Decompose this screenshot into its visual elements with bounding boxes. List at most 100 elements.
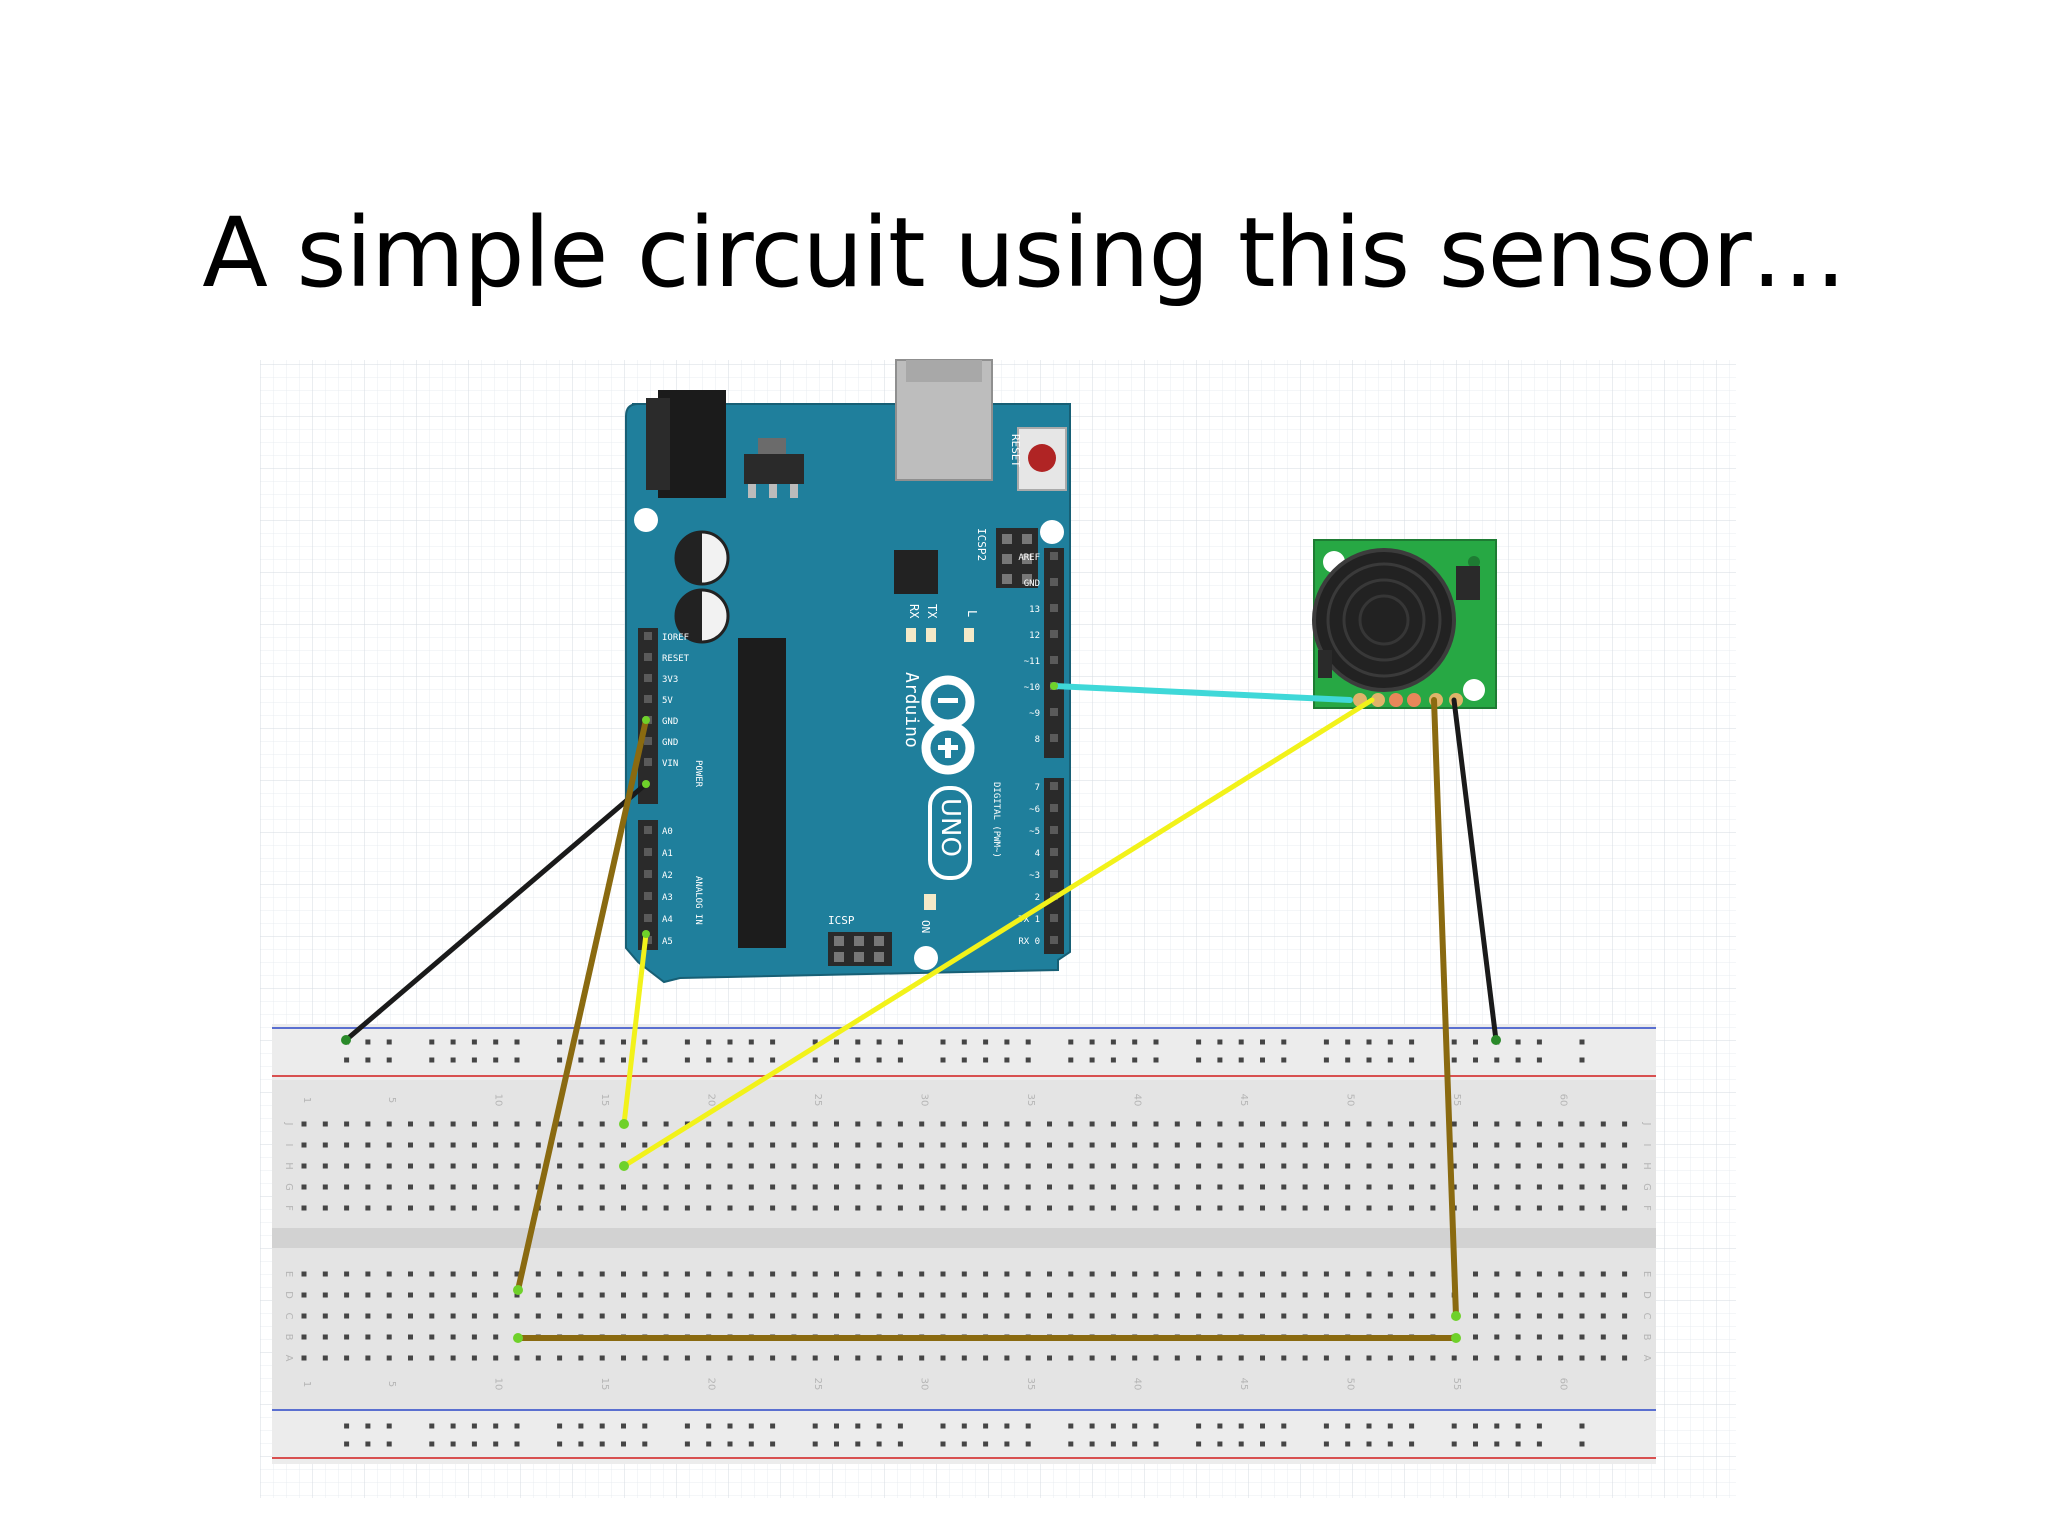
pin-label: 13 [1029,605,1040,615]
header-pin [644,892,652,900]
header-pin [644,737,652,745]
pin-label: GND [662,717,678,727]
header-pin [1050,656,1058,664]
on-label: ON [919,920,932,933]
top-power-rail [272,1024,1656,1080]
row-label: E [1641,1271,1652,1277]
header-pin [644,632,652,640]
wire-black-gnd [343,781,649,1043]
l-label: L [965,610,979,617]
row-label: F [1641,1205,1652,1211]
wire-brown-sensor [1431,697,1459,1319]
pin-label: 3V3 [662,675,678,685]
row-label: G [283,1183,294,1191]
row-label: F [283,1205,294,1211]
header-pin [1050,870,1058,878]
digital-header-upper [1044,548,1064,758]
usb-chip [894,550,938,594]
tx-label: TX [925,604,939,619]
wire-endpoints [341,682,1501,1343]
pin-label: VIN [662,759,678,769]
header-pin [1050,578,1058,586]
pin-label: 5V [662,696,673,706]
pin-label: A2 [662,871,673,881]
column-label: 15 [599,1094,610,1107]
row-label: H [1641,1162,1652,1170]
column-label: 35 [1025,1094,1036,1107]
header-pin [1050,708,1058,716]
arduino-brand-label: Arduino [901,672,922,748]
pin-label: 2 [1035,893,1040,903]
header-pin [1050,734,1058,742]
pin-label: 4 [1035,849,1040,859]
pin-label: A0 [662,827,673,837]
arduino-uno-board: RESET ICSP2 TX RX L Arduino UNO [625,359,1071,984]
pin-label: ~11 [1024,657,1040,667]
header-pin [1050,848,1058,856]
pin-label: A5 [662,937,673,947]
arduino-logo-icon [921,675,975,775]
row-label: C [1641,1313,1652,1320]
header-pin [1050,936,1058,944]
mounting-hole [1040,520,1064,544]
column-label: 10 [493,1378,504,1391]
row-label: A [1641,1355,1652,1362]
column-label: 5 [386,1097,397,1103]
row-label: I [1641,1144,1652,1147]
column-label: 1 [301,1097,312,1103]
wire-cyan-pin11 [1051,683,1353,703]
column-label: 20 [706,1378,717,1391]
pin-label: A4 [662,915,673,925]
pin-label: GND [662,738,678,748]
header-pin [1050,914,1058,922]
header-pin [1050,782,1058,790]
voltage-regulator [744,454,804,484]
pin-label: 7 [1035,783,1040,793]
column-label: 60 [1558,1378,1569,1391]
transducer [1312,548,1456,692]
pin-label: RX 0 [1018,937,1040,947]
pin-label: RESET [662,654,690,664]
mounting-hole [634,508,658,532]
uno-label: UNO [935,798,965,857]
header-pin [1050,804,1058,812]
sensor-mount-hole [1463,679,1485,701]
header-pin [1050,604,1058,612]
header-pin [644,936,652,944]
wires [343,683,1499,1341]
row-label: I [283,1144,294,1147]
mounting-hole [914,946,938,970]
pin-label: IOREF [662,633,689,643]
pin-label: GND [1024,579,1040,589]
row-label: E [283,1271,294,1277]
icsp-label: ICSP [828,914,855,927]
arduino-pcb [625,403,1071,984]
row-label: C [283,1313,294,1320]
column-label: 60 [1558,1094,1569,1107]
column-label: 15 [599,1378,610,1391]
icsp-header [828,932,892,966]
header-pin [644,826,652,834]
pin-label: 12 [1029,631,1040,641]
column-label: 25 [812,1094,823,1107]
row-label: B [1641,1334,1652,1341]
row-label: J [283,1122,294,1126]
column-label: 25 [812,1378,823,1391]
digital-header-lower [1044,778,1064,954]
icsp2-label: ICSP2 [975,528,988,561]
row-label: G [1641,1183,1652,1191]
pin-label: AREF [1018,553,1040,563]
header-pin [644,653,652,661]
column-label: 50 [1345,1378,1356,1391]
rx-label: RX [907,604,921,619]
column-label: 40 [1132,1094,1143,1107]
analog-header-label: ANALOG IN [693,876,703,925]
row-label: A [283,1355,294,1362]
row-label: J [1641,1122,1652,1126]
pin-label: ~10 [1024,683,1040,693]
row-label: D [283,1291,294,1299]
header-pin [644,758,652,766]
pin-label: ~6 [1029,805,1040,815]
pin-label: A1 [662,849,673,859]
